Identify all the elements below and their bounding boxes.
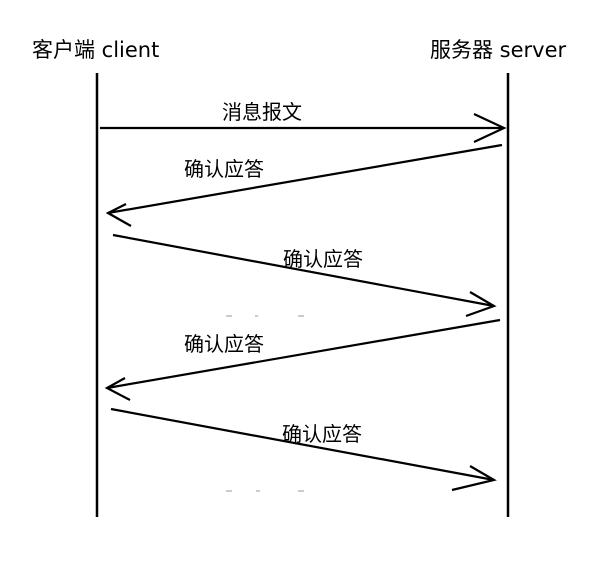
message-label-1: 消息报文 (222, 100, 302, 124)
message-arrow-1 (100, 113, 507, 143)
message-label-5: 确认应答 (282, 422, 362, 446)
message-arrow-3 (112, 233, 497, 318)
server-title: 服务器 server (430, 38, 567, 62)
message-arrow-5 (110, 407, 497, 492)
message-label-4: 确认应答 (184, 332, 264, 356)
message-arrow-2 (105, 143, 503, 227)
message-arrow-4 (104, 318, 501, 401)
message-label-3: 确认应答 (283, 247, 363, 271)
client-title: 客户端 client (32, 38, 160, 62)
message-label-2: 确认应答 (184, 157, 264, 181)
artifact-marks (226, 315, 304, 492)
